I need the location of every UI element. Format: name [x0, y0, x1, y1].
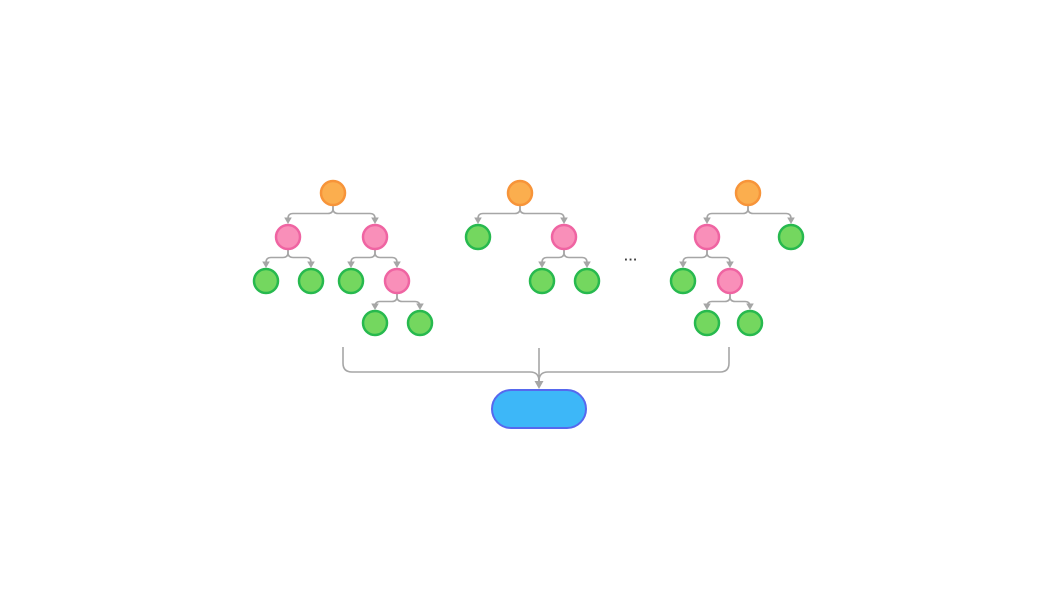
merge-bracket-right — [538, 347, 730, 382]
tree-edge — [706, 249, 731, 263]
tree-edge — [541, 249, 565, 263]
edge-arrowhead-icon — [726, 261, 734, 268]
edge-arrowhead-icon — [416, 303, 424, 310]
tree-edge — [287, 205, 334, 219]
internal-node — [274, 223, 302, 251]
internal-node — [383, 267, 411, 295]
root-node — [506, 179, 534, 207]
tree-edge — [519, 205, 565, 219]
tree-edge — [350, 249, 376, 263]
edge-arrowhead-icon — [262, 261, 270, 268]
internal-node — [716, 267, 744, 295]
edge-arrowhead-icon — [371, 217, 379, 224]
merge-bracket-left — [342, 347, 540, 382]
ellipsis-label: ... — [624, 248, 638, 264]
edge-arrowhead-icon — [560, 217, 568, 224]
decision-tree-3 — [669, 179, 805, 337]
tree-edge — [706, 205, 749, 219]
edge-arrowhead-icon — [284, 217, 292, 224]
tree-edge — [747, 205, 792, 219]
leaf-node — [297, 267, 325, 295]
merge-bracket — [342, 347, 730, 389]
leaf-node — [528, 267, 556, 295]
tree-edge — [332, 205, 376, 219]
edge-arrowhead-icon — [787, 217, 795, 224]
leaf-node — [252, 267, 280, 295]
tree-edge — [374, 249, 398, 263]
leaf-node — [337, 267, 365, 295]
tree-edge — [477, 205, 521, 219]
tree-edge — [287, 249, 312, 263]
tree-edge — [682, 249, 708, 263]
internal-node — [550, 223, 578, 251]
edge-arrowhead-icon — [538, 261, 546, 268]
leaf-node — [736, 309, 764, 337]
leaf-node — [573, 267, 601, 295]
tree-edge — [563, 249, 588, 263]
edge-arrowhead-icon — [679, 261, 687, 268]
decision-tree-2 — [464, 179, 601, 295]
tree-edge — [374, 293, 398, 307]
leaf-node — [777, 223, 805, 251]
leaf-node — [361, 309, 389, 337]
leaf-node — [693, 309, 721, 337]
root-node — [319, 179, 347, 207]
root-node — [734, 179, 762, 207]
edge-arrowhead-icon — [746, 303, 754, 310]
edge-arrowhead-icon — [307, 261, 315, 268]
leaf-node — [464, 223, 492, 251]
tree-edge — [396, 293, 421, 307]
leaf-node — [406, 309, 434, 337]
tree-edge — [706, 293, 731, 307]
edge-arrowhead-icon — [474, 217, 482, 224]
edge-arrowhead-icon — [703, 217, 711, 224]
tree-edge — [265, 249, 289, 263]
decision-tree-1 — [252, 179, 434, 337]
merge-arrowhead-icon — [534, 381, 544, 389]
internal-node — [693, 223, 721, 251]
internal-node — [361, 223, 389, 251]
edge-arrowhead-icon — [347, 261, 355, 268]
edge-arrowhead-icon — [393, 261, 401, 268]
edge-arrowhead-icon — [703, 303, 711, 310]
output-node — [491, 389, 587, 429]
edge-arrowhead-icon — [371, 303, 379, 310]
leaf-node — [669, 267, 697, 295]
edge-arrowhead-icon — [583, 261, 591, 268]
